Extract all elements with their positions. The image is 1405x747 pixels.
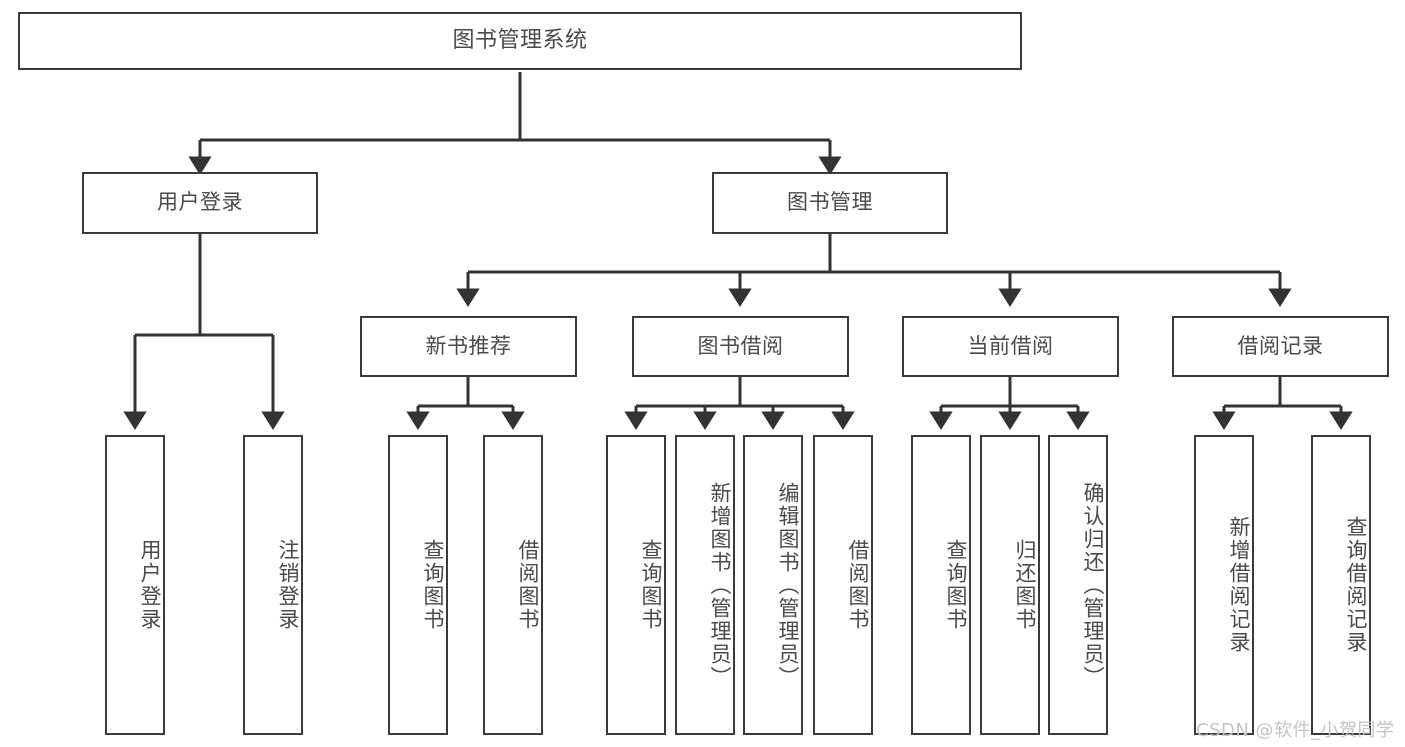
node-borrow-records[interactable]: 借阅记录 — [1172, 316, 1389, 377]
leaf-current-query-book[interactable]: 查询图书 — [911, 435, 971, 735]
node-book-borrow[interactable]: 图书借阅 — [632, 316, 849, 377]
node-label: 编辑图书（管理员） — [776, 481, 800, 689]
node-label: 归还图书 — [1013, 539, 1037, 631]
leaf-current-confirm-return[interactable]: 确认归还（管理员） — [1048, 435, 1108, 735]
leaf-borrow-borrow-book[interactable]: 借阅图书 — [813, 435, 873, 735]
node-label: 查询借阅记录 — [1344, 516, 1368, 654]
leaf-current-return-book[interactable]: 归还图书 — [980, 435, 1040, 735]
node-label: 用户登录 — [157, 190, 243, 215]
node-label: 确认归还（管理员） — [1081, 481, 1105, 689]
node-current-borrow[interactable]: 当前借阅 — [902, 316, 1119, 377]
node-label: 借阅记录 — [1237, 333, 1324, 358]
node-label: 新增借阅记录 — [1227, 516, 1251, 654]
leaf-user-login-logout[interactable]: 注销登录 — [243, 435, 303, 735]
node-label: 查询图书 — [639, 539, 663, 631]
leaf-records-add-record[interactable]: 新增借阅记录 — [1194, 435, 1254, 735]
node-new-book-recommend[interactable]: 新书推荐 — [360, 316, 577, 377]
leaf-recommend-query-book[interactable]: 查询图书 — [388, 435, 448, 735]
node-label: 新书推荐 — [425, 333, 512, 358]
node-label: 查询图书 — [421, 539, 445, 631]
node-label: 图书管理 — [787, 190, 873, 215]
leaf-borrow-query-book[interactable]: 查询图书 — [606, 435, 666, 735]
leaf-records-query-record[interactable]: 查询借阅记录 — [1311, 435, 1371, 735]
leaf-borrow-add-book[interactable]: 新增图书（管理员） — [675, 435, 735, 735]
node-label: 查询图书 — [944, 539, 968, 631]
node-label: 借阅图书 — [516, 539, 540, 631]
leaf-recommend-borrow-book[interactable]: 借阅图书 — [483, 435, 543, 735]
node-user-login[interactable]: 用户登录 — [82, 172, 318, 234]
node-label: 借阅图书 — [846, 539, 870, 631]
node-label: 当前借阅 — [967, 333, 1054, 358]
node-label: 图书借阅 — [697, 333, 784, 358]
node-book-management[interactable]: 图书管理 — [712, 172, 948, 234]
node-label: 用户登录 — [138, 539, 162, 631]
leaf-borrow-edit-book[interactable]: 编辑图书（管理员） — [743, 435, 803, 735]
node-label: 新增图书（管理员） — [708, 481, 732, 689]
node-label: 注销登录 — [276, 539, 300, 631]
node-label: 图书管理系统 — [452, 27, 588, 53]
leaf-user-login-login[interactable]: 用户登录 — [105, 435, 165, 735]
node-root-system[interactable]: 图书管理系统 — [18, 12, 1022, 70]
csdn-watermark: CSDN @软件_小贺同学 — [1196, 720, 1395, 741]
